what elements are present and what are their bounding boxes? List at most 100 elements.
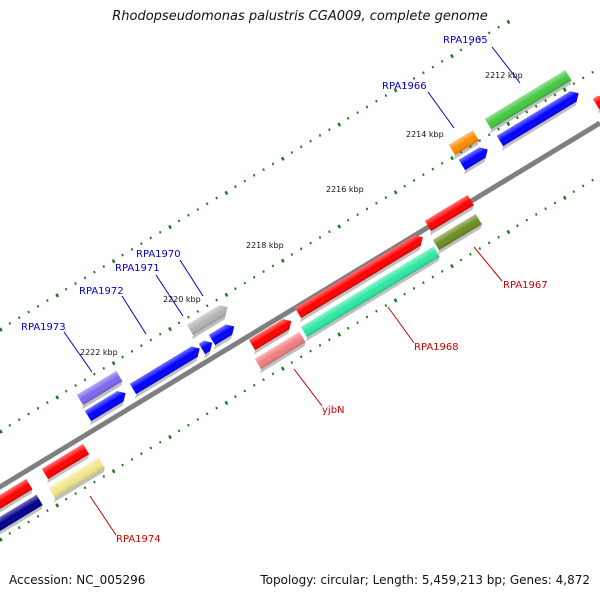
gene-rpa1970[interactable] xyxy=(184,302,232,340)
tick-dot xyxy=(375,99,378,103)
tick-dot xyxy=(46,401,49,405)
gene-label-rpa1966[interactable]: RPA1966 xyxy=(382,81,427,92)
gene-label-rpa1971[interactable]: RPA1971 xyxy=(115,263,160,274)
gene-rpa1968[interactable] xyxy=(298,246,441,342)
tick-dot xyxy=(412,287,416,290)
gene-block-red[interactable] xyxy=(292,232,427,323)
tick-dot xyxy=(130,247,134,251)
tick-dot xyxy=(130,457,134,461)
gene-rpa1967[interactable] xyxy=(430,213,483,255)
tick-dot xyxy=(243,179,247,183)
gene-block-blue[interactable] xyxy=(456,144,492,175)
tick-dot xyxy=(403,292,406,296)
tick-dot xyxy=(422,173,425,177)
tick-dot xyxy=(8,321,12,325)
tick-dot xyxy=(140,242,143,246)
tick-dot xyxy=(243,389,247,393)
gene-label-rpa1968[interactable]: RPA1968 xyxy=(414,342,459,353)
gene-label-rpa1972[interactable]: RPA1972 xyxy=(79,286,124,297)
tick-dot xyxy=(328,338,331,342)
gene-block-blue[interactable] xyxy=(206,321,239,350)
gene-block-red[interactable] xyxy=(246,316,296,355)
gene-label-yjbn[interactable]: yjbN xyxy=(322,405,345,416)
tick-dot xyxy=(393,298,398,303)
gene-rpa1974[interactable] xyxy=(46,457,106,503)
gene-rpa1971[interactable] xyxy=(196,338,217,359)
tick-dot xyxy=(337,224,342,229)
gene-rpa1973[interactable] xyxy=(74,371,124,410)
tick-dot xyxy=(309,139,312,143)
tick-dot xyxy=(412,77,416,80)
tick-dot xyxy=(525,218,529,222)
gene-label-rpa1967[interactable]: RPA1967 xyxy=(503,280,548,291)
tick-dot xyxy=(177,219,181,223)
tick-dot xyxy=(55,293,60,298)
scale-labels: 2212 kbp 2214 kbp 2216 kbp 2218 kbp 2220… xyxy=(80,71,523,357)
tick-dot xyxy=(168,326,172,332)
gene-label-rpa1973[interactable]: RPA1973 xyxy=(21,322,66,333)
gene-rpa1966[interactable] xyxy=(446,130,480,160)
tick-dot xyxy=(562,195,567,200)
tick-dot xyxy=(17,526,21,530)
tick-dot xyxy=(497,127,500,131)
gene-yjbn[interactable] xyxy=(252,331,307,374)
gene-label-rpa1965[interactable]: RPA1965 xyxy=(443,35,488,46)
gene-block-red[interactable] xyxy=(590,93,600,114)
leader-line-rpa1968 xyxy=(387,306,415,344)
tick-dot xyxy=(102,265,106,268)
tick-dot xyxy=(196,310,200,313)
scale-label: 2214 kbp xyxy=(406,130,444,139)
tick-dot xyxy=(224,400,229,406)
tick-dot xyxy=(337,122,342,127)
gene-bevel xyxy=(90,401,124,426)
gene-rpa1965[interactable] xyxy=(482,70,573,134)
tick-dot xyxy=(356,213,359,217)
tick-dot xyxy=(27,412,30,416)
gene-rpa1972[interactable] xyxy=(127,343,204,399)
gene-shade xyxy=(0,479,33,514)
gene-bevel xyxy=(135,356,198,399)
scale-label: 2222 kbp xyxy=(80,348,118,357)
tick-dot xyxy=(478,139,482,142)
tick-dot xyxy=(215,298,218,302)
tick-dot xyxy=(111,469,116,474)
tick-dot xyxy=(83,378,87,382)
tick-dot xyxy=(534,212,538,216)
gene-block-red[interactable] xyxy=(422,194,475,236)
gene-bevel xyxy=(47,454,90,484)
tick-dot xyxy=(196,418,200,421)
gene-shade xyxy=(592,95,600,110)
gene-shade xyxy=(424,194,474,232)
tick-dot xyxy=(224,292,229,298)
gene-shade xyxy=(496,91,579,147)
gene-shade xyxy=(484,70,572,130)
gene-bevel xyxy=(82,381,123,410)
map-title: Rhodopseudomonas palustris CGA009, compl… xyxy=(112,9,488,24)
tick-dot xyxy=(309,349,312,353)
gene-block-red[interactable] xyxy=(39,443,90,484)
gene-block-blue[interactable] xyxy=(82,388,130,426)
tick-dot xyxy=(252,173,256,177)
tick-dot xyxy=(36,406,40,410)
gene-label-rpa1970[interactable]: RPA1970 xyxy=(136,249,181,260)
topology-text: Topology: circular; Length: 5,459,213 bp… xyxy=(260,573,590,587)
tick-dot xyxy=(262,378,265,382)
gene-block-blue[interactable] xyxy=(494,88,583,151)
tick-dot xyxy=(450,54,454,59)
gene-bevel xyxy=(300,245,421,323)
gene-block-red[interactable] xyxy=(0,479,34,518)
tick-dot xyxy=(375,201,378,205)
tick-dot xyxy=(412,179,416,182)
gene-shade xyxy=(432,213,482,251)
tick-dot xyxy=(544,99,547,103)
leader-line-rpa1974 xyxy=(89,495,117,536)
gene-block-navy[interactable] xyxy=(0,494,44,540)
tick-dot xyxy=(403,184,406,188)
scale-label: 2216 kbp xyxy=(326,185,364,194)
tick-dot xyxy=(516,224,519,228)
tick-dot xyxy=(572,190,576,194)
gene-label-rpa1974[interactable]: RPA1974 xyxy=(116,534,161,545)
tick-dot xyxy=(252,383,256,387)
tick-dot xyxy=(243,281,247,285)
tick-dot xyxy=(328,230,331,234)
